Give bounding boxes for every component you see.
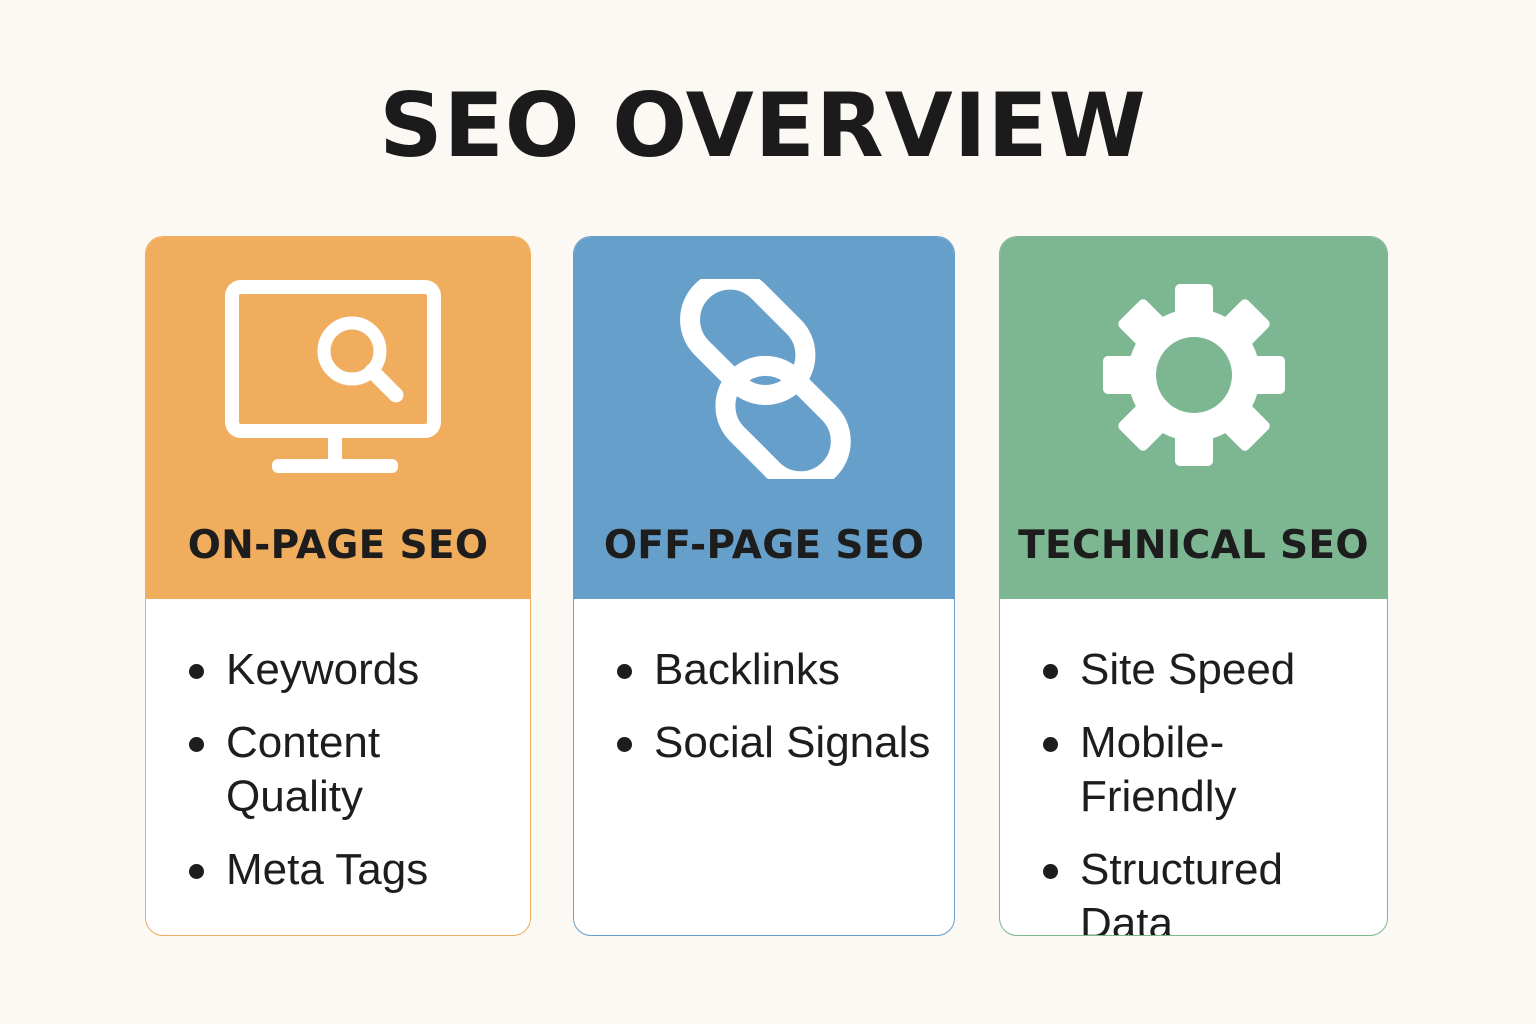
list-item: Backlinks — [614, 643, 946, 697]
card-header: ON-PAGE SEO — [146, 237, 530, 599]
card-item-list: Keywords Content Quality Meta Tags — [186, 643, 522, 916]
list-item: Structured Data — [1040, 843, 1379, 935]
list-item: Meta Tags — [186, 843, 486, 897]
card-off-page-seo: OFF-PAGE SEO Backlinks Social Signals — [573, 236, 955, 936]
page-title: SEO OVERVIEW — [379, 74, 1147, 177]
list-item: Site Speed — [1040, 643, 1379, 697]
card-item-list: Backlinks Social Signals — [614, 643, 946, 789]
list-item: Content Quality — [186, 716, 486, 824]
card-title: TECHNICAL SEO — [1018, 523, 1369, 568]
card-title: OFF-PAGE SEO — [603, 523, 925, 568]
gear-icon — [1000, 279, 1387, 479]
card-item-list: Site Speed Mobile-Friendly Structured Da… — [1040, 643, 1379, 935]
card-technical-seo: TECHNICAL SEO Site Speed Mobile-Friendly… — [999, 236, 1388, 936]
card-header: TECHNICAL SEO — [1000, 237, 1387, 599]
list-item: Social Signals — [614, 716, 946, 770]
monitor-search-icon — [146, 279, 530, 479]
card-header: OFF-PAGE SEO — [574, 237, 954, 599]
card-on-page-seo: ON-PAGE SEO Keywords Content Quality Met… — [145, 236, 531, 936]
card-title: ON-PAGE SEO — [187, 523, 489, 568]
list-item: Keywords — [186, 643, 486, 697]
list-item: Mobile-Friendly — [1040, 716, 1379, 824]
link-chain-icon — [574, 279, 954, 479]
